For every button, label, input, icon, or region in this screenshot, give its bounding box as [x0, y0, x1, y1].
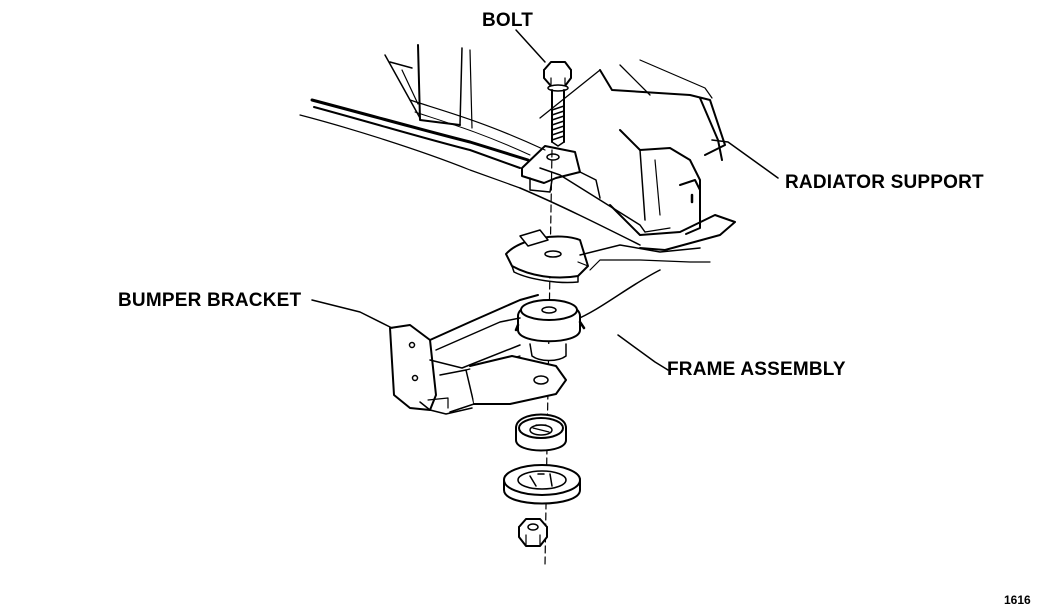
radiator-support-label: RADIATOR SUPPORT	[785, 172, 984, 193]
radiator-support	[300, 45, 778, 250]
bolt-label: BOLT	[482, 10, 534, 31]
figure-number: 1616	[1004, 593, 1031, 607]
retainer-washer	[504, 465, 580, 504]
upper-body-mount-insulator	[516, 300, 584, 361]
frame-assembly	[575, 245, 710, 370]
frame-assembly-label: FRAME ASSEMBLY	[667, 359, 846, 380]
bolt	[516, 30, 571, 146]
lower-insulator	[516, 415, 566, 451]
bumper-bracket-label: BUMPER BRACKET	[118, 290, 302, 311]
nut	[519, 519, 547, 546]
shim-spacer	[506, 230, 588, 283]
bumper-bracket	[312, 295, 566, 414]
